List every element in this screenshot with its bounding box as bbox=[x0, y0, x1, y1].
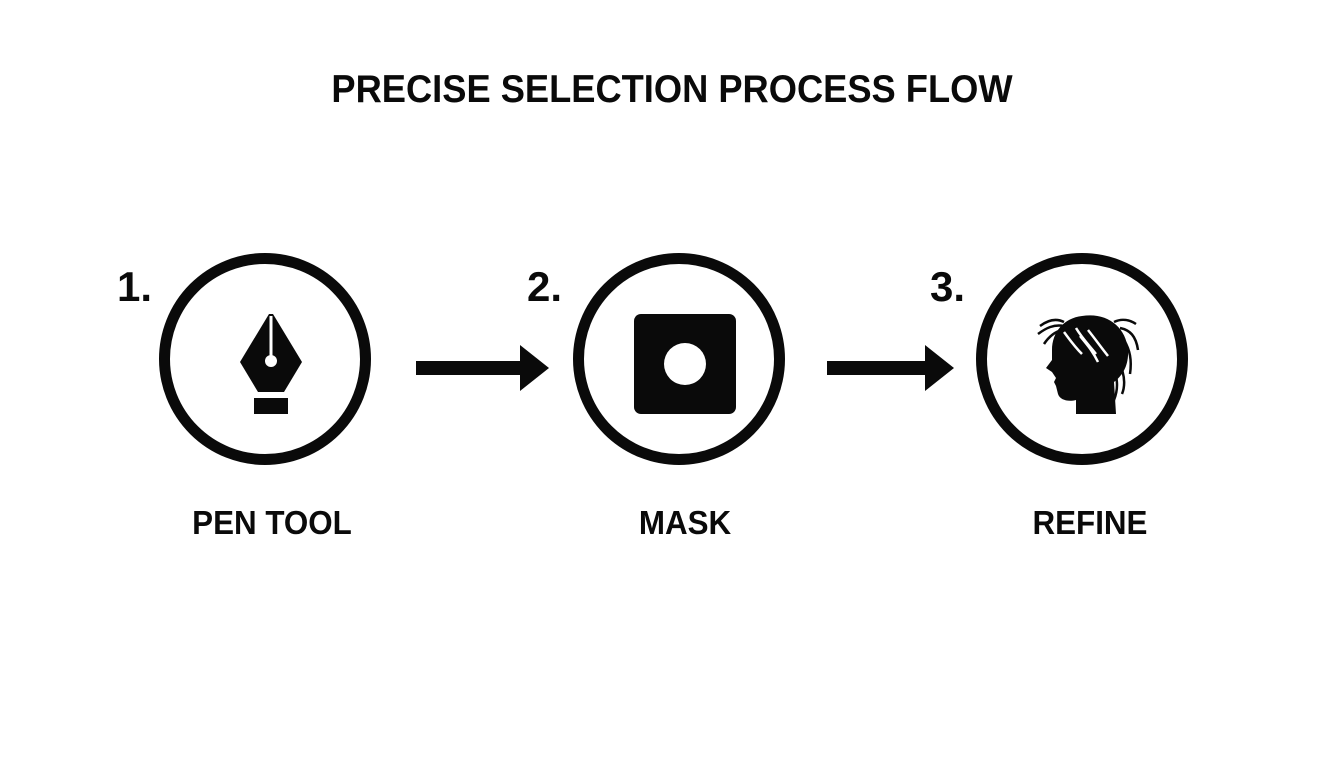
pen-nib-icon bbox=[240, 314, 302, 414]
arrow-right-icon bbox=[827, 345, 954, 391]
step-circle bbox=[159, 253, 371, 465]
step-number: 3. bbox=[930, 263, 966, 310]
hair-head-icon bbox=[1037, 315, 1140, 414]
step-circle bbox=[573, 253, 785, 465]
step-number: 2. bbox=[527, 263, 563, 310]
step-label: PEN TOOL bbox=[192, 504, 352, 541]
step-number: 1. bbox=[117, 263, 153, 310]
mask-icon bbox=[634, 314, 736, 414]
step-label: REFINE bbox=[1032, 504, 1148, 541]
step-label: MASK bbox=[638, 504, 732, 541]
arrow-right-icon bbox=[416, 345, 549, 391]
diagram-title: PRECISE SELECTION PROCESS FLOW bbox=[331, 68, 1013, 111]
step-circle bbox=[976, 253, 1188, 465]
